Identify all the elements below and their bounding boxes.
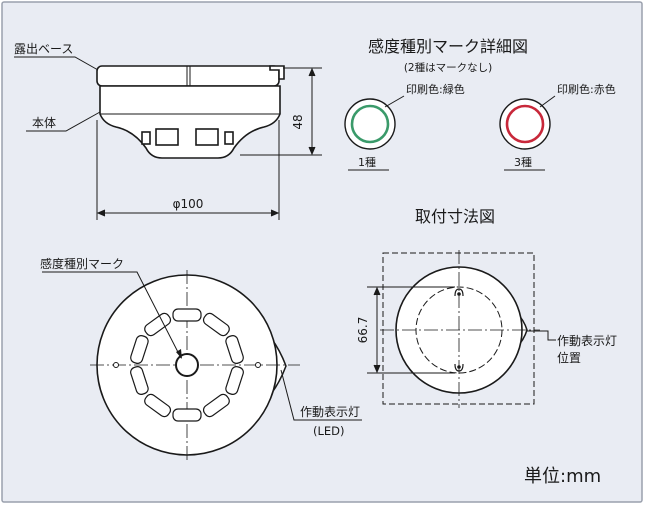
leader-line bbox=[526, 330, 556, 341]
leader-line bbox=[539, 95, 556, 108]
mounting-slot-hole bbox=[457, 292, 461, 296]
mounting-slot-hole bbox=[457, 365, 461, 369]
mount-view bbox=[380, 250, 540, 408]
led-indicator-label: 作動表示灯 bbox=[300, 405, 360, 419]
vent-slot bbox=[130, 335, 149, 364]
class1-print-color-label: 印刷色:緑色 bbox=[406, 82, 465, 96]
mounting-hole bbox=[113, 362, 119, 368]
class3-mark: 印刷色:赤色 3種 bbox=[499, 82, 616, 171]
led-indicator-sub-label: (LED) bbox=[313, 424, 345, 438]
bottom-view bbox=[90, 270, 300, 462]
unit-label: 単位:mm bbox=[524, 466, 601, 487]
class3-print-color-label: 印刷色:赤色 bbox=[557, 82, 616, 96]
height-label: 48 bbox=[291, 114, 305, 129]
indicator-position-label: 作動表示灯 bbox=[557, 334, 617, 348]
leader-line bbox=[384, 95, 405, 108]
vent-slot bbox=[225, 335, 244, 364]
arrow-head bbox=[176, 349, 182, 359]
indicator-position-sub-label: 位置 bbox=[557, 350, 581, 365]
sensitivity-mark-circle bbox=[175, 353, 199, 377]
mount-dimension-label: 66.7 bbox=[356, 317, 370, 344]
leader-line bbox=[42, 271, 182, 359]
vent-slot bbox=[225, 366, 244, 395]
leader-line bbox=[26, 111, 101, 132]
mount-dimension bbox=[367, 286, 455, 374]
diameter-dimension bbox=[96, 120, 280, 220]
leader-line bbox=[14, 56, 99, 71]
arrow-head bbox=[308, 67, 316, 77]
mark-detail-note: (2種はマークなし) bbox=[404, 61, 492, 74]
arrow-head bbox=[373, 364, 381, 374]
mark-detail-title: 感度種別マーク詳細図 bbox=[368, 37, 528, 56]
class3-name-label: 3種 bbox=[514, 155, 532, 169]
vent-slot bbox=[202, 393, 230, 418]
class1-mark: 印刷色:緑色 1種 bbox=[344, 82, 465, 171]
side-view bbox=[96, 65, 285, 159]
vent-slot bbox=[141, 131, 151, 145]
arrow-head bbox=[308, 146, 316, 156]
mounting-slot bbox=[454, 363, 464, 372]
mark-color-ring bbox=[505, 104, 545, 144]
vent-slot bbox=[202, 312, 230, 337]
vent-slot bbox=[224, 131, 234, 145]
diameter-label: φ100 bbox=[173, 197, 204, 211]
mount-box-outline bbox=[382, 252, 535, 405]
vent-slot bbox=[144, 312, 172, 337]
mounting-slot bbox=[454, 288, 464, 297]
mounting-hole bbox=[255, 362, 261, 368]
vent-slot-ring bbox=[130, 308, 244, 422]
exposed-base-label: 露出ベース bbox=[14, 42, 73, 56]
base-top bbox=[96, 65, 280, 87]
sensitivity-mark-label: 感度種別マーク bbox=[40, 256, 124, 271]
vent-slot bbox=[144, 393, 172, 418]
vent-slot bbox=[195, 128, 219, 146]
body-label: 本体 bbox=[32, 116, 56, 130]
base-tab bbox=[269, 65, 285, 80]
arrow-head bbox=[96, 209, 106, 217]
arrow-head bbox=[373, 286, 381, 296]
arrow-head bbox=[270, 209, 280, 217]
leader-line bbox=[280, 369, 362, 421]
height-dimension bbox=[240, 67, 322, 156]
class1-name-label: 1種 bbox=[358, 155, 376, 169]
mount-title: 取付寸法図 bbox=[415, 207, 495, 226]
vent-slot bbox=[172, 408, 202, 422]
vent-slot bbox=[155, 128, 179, 146]
mark-color-ring bbox=[350, 104, 390, 144]
vent-slot bbox=[130, 366, 149, 395]
vent-slot bbox=[172, 308, 202, 322]
